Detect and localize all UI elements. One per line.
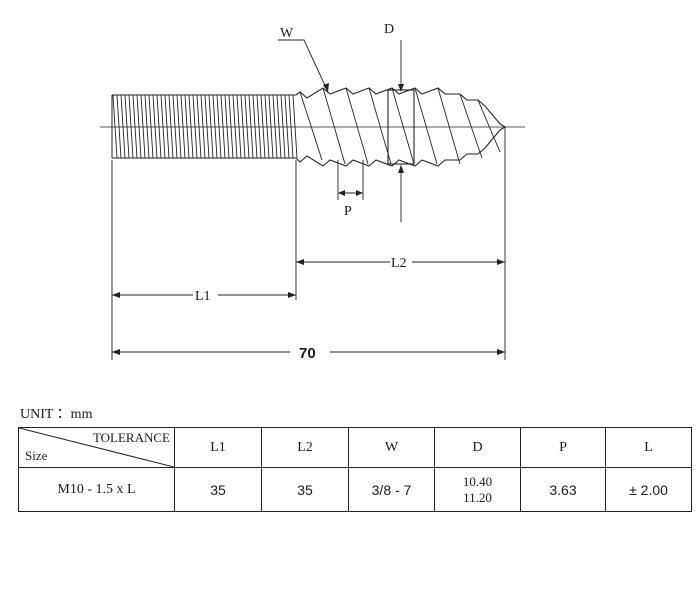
header-w: W <box>348 427 435 468</box>
tolerance-label: TOLERANCE <box>92 430 170 445</box>
thread-crest <box>188 94 194 159</box>
thread-crest <box>124 94 130 159</box>
thread-crest <box>192 94 198 159</box>
thread-crest <box>144 94 150 159</box>
thread-crest <box>256 94 262 159</box>
label-l2: L2 <box>391 256 407 271</box>
wood-thread-crest <box>299 91 323 161</box>
thread-crest <box>240 94 246 159</box>
thread-crest <box>244 94 250 159</box>
thread-crest <box>212 94 218 159</box>
machine-thread <box>111 94 298 159</box>
thread-crest <box>276 94 282 159</box>
thread-crest <box>136 94 142 159</box>
thread-crest <box>224 94 230 159</box>
wood-thread-crest <box>459 93 483 159</box>
header-l2: L2 <box>261 427 349 468</box>
thread-crest <box>236 94 242 159</box>
thread-crest <box>228 94 234 159</box>
thread-crest <box>180 94 186 159</box>
wood-thread-crest <box>345 87 369 165</box>
wood-thread-crest <box>322 87 346 165</box>
thread-crest <box>272 94 278 159</box>
cell-d-top: 10.40 <box>462 473 493 489</box>
thread-crest <box>132 94 138 159</box>
thread-crest <box>112 94 118 159</box>
thread-crest <box>268 94 274 159</box>
thread-crest <box>288 94 294 159</box>
label-d: D <box>384 22 394 37</box>
cell-d: 10.40 11.20 <box>434 467 521 512</box>
thread-crest <box>168 94 174 159</box>
thread-crest <box>264 94 270 159</box>
thread-crest <box>128 94 134 159</box>
thread-crest <box>252 94 258 159</box>
thread-crest <box>156 94 162 159</box>
thread-crest <box>152 94 158 159</box>
header-p: P <box>520 427 606 468</box>
thread-crest <box>184 94 190 159</box>
wood-thread-crest <box>414 87 438 165</box>
label-total-length: 70 <box>299 345 316 362</box>
label-p: P <box>344 204 352 219</box>
cell-l2: 35 <box>261 467 349 512</box>
thread-crest <box>120 94 126 159</box>
cell-l: ± 2.00 <box>605 467 692 512</box>
header-l1: L1 <box>174 427 262 468</box>
wood-thread-crest <box>477 99 501 153</box>
spec-table: TOLERANCE Size L1 L2 W D P L M10 - 1.5 x… <box>18 427 692 512</box>
thread-crest <box>172 94 178 159</box>
thread-crest <box>160 94 166 159</box>
cell-size: M10 - 1.5 x L <box>18 467 175 512</box>
thread-crest <box>208 94 214 159</box>
cell-l1: 35 <box>174 467 262 512</box>
label-w: W <box>280 26 294 41</box>
cell-d-bottom: 11.20 <box>463 489 492 505</box>
cell-w: 3/8 - 7 <box>348 467 435 512</box>
wood-thread-crest <box>391 87 415 165</box>
dimension-lines <box>111 39 506 360</box>
unit-label: UNIT ：mm <box>20 407 93 422</box>
thread-crest <box>140 94 146 159</box>
label-l1: L1 <box>195 289 211 304</box>
wood-thread-crest <box>368 87 392 165</box>
thread-crest <box>196 94 202 159</box>
cell-p: 3.63 <box>520 467 606 512</box>
wood-thread-crest <box>437 87 461 165</box>
arrowheads <box>112 83 505 355</box>
thread-crest <box>220 94 226 159</box>
thread-crest <box>260 94 266 159</box>
thread-crest <box>292 94 298 159</box>
thread-crest <box>248 94 254 159</box>
thread-crest <box>216 94 222 159</box>
thread-crest <box>232 94 238 159</box>
header-l: L <box>605 427 692 468</box>
thread-crest <box>200 94 206 159</box>
thread-crest <box>176 94 182 159</box>
thread-crest <box>284 94 290 159</box>
header-d: D <box>434 427 521 468</box>
thread-crest <box>148 94 154 159</box>
size-label: Size <box>25 448 48 463</box>
thread-crest <box>164 94 170 159</box>
screw-drawing: W D P L2 L1 70 <box>100 22 525 362</box>
table-row: M10 - 1.5 x L 35 35 3/8 - 7 10.40 11.20 … <box>18 467 692 512</box>
table-header-row: TOLERANCE Size L1 L2 W D P L <box>18 427 692 468</box>
thread-crest <box>204 94 210 159</box>
thread-crest <box>280 94 286 159</box>
corner-header-cell: TOLERANCE Size <box>18 427 175 468</box>
diagonal-divider <box>19 428 174 467</box>
thread-crest <box>116 94 122 159</box>
